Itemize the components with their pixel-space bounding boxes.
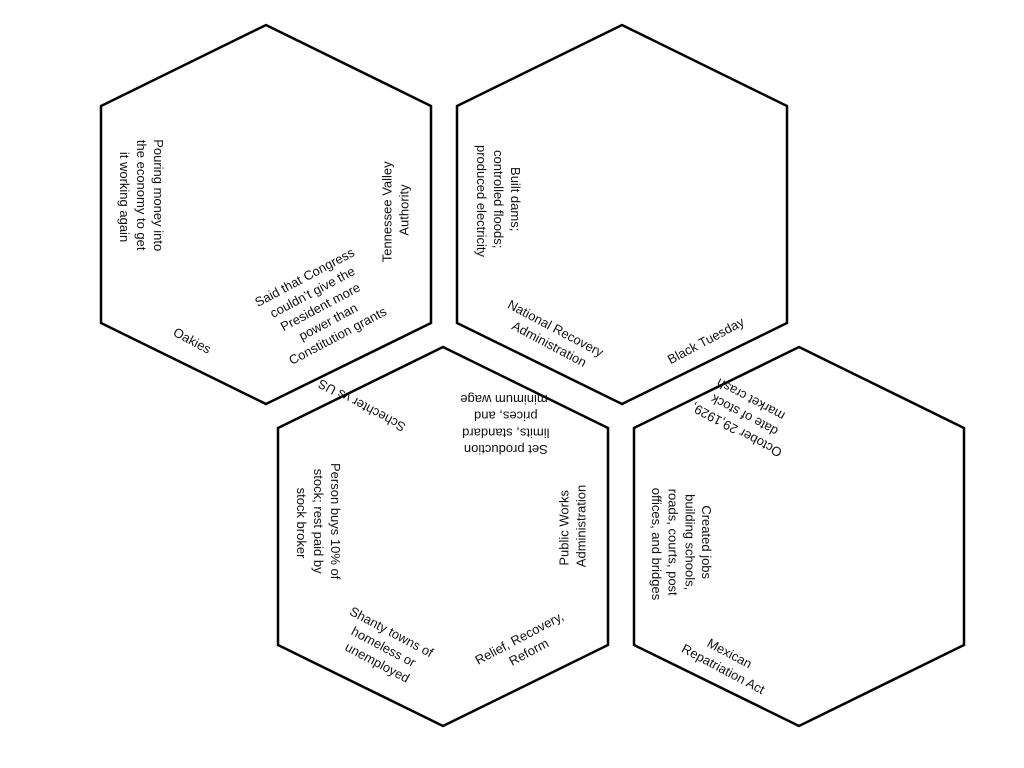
hex-label: Created jobs building schools, roads, co… <box>649 488 714 601</box>
hex-label: Tennessee Valley Authority <box>380 158 412 263</box>
hexagon-outline <box>455 23 789 406</box>
hexagon-outline <box>632 345 966 728</box>
hexagon-outline <box>276 345 610 728</box>
hexagon-top-left: Pouring money into the economy to get it… <box>99 23 433 406</box>
hexagon-bottom-middle: Schechter vs US Set production limits, s… <box>276 345 610 728</box>
hexagon-top-right: Built dams; controlled floods; produced … <box>455 23 789 406</box>
hex-label: Said that Congress couldn’t give the Pre… <box>252 243 391 369</box>
hex-label: Pouring money into the economy to get it… <box>117 139 166 255</box>
hex-label: Person buys 10% of stock; rest paid by s… <box>294 463 343 583</box>
hex-label: Built dams; controlled floods; produced … <box>474 145 523 257</box>
hex-label: Public Works Administration <box>557 485 589 567</box>
hexagon-outline <box>99 23 433 406</box>
hexagon-bottom-right: October 29,1929, date of stock market cr… <box>632 345 966 728</box>
hex-label: Set production limits, standard prices, … <box>458 392 549 457</box>
